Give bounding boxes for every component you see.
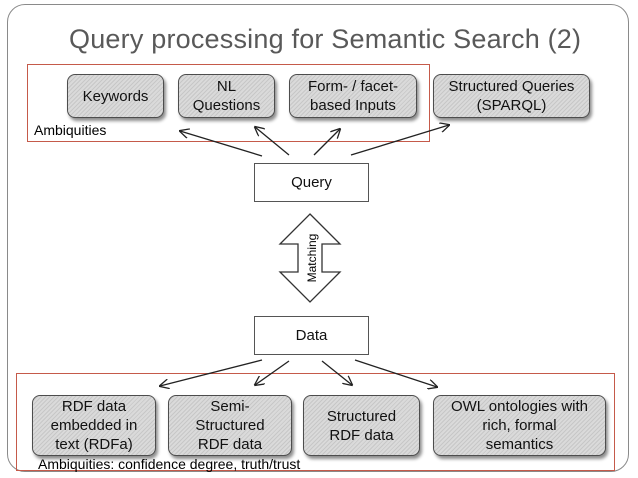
structured-queries-label: Structured Queries (SPARQL) (448, 78, 575, 114)
arrow-query-to-form (313, 129, 340, 156)
rdfa-data-label: RDF data embedded in text (RDFa) (50, 398, 138, 453)
arrow-data-to-owl (354, 359, 437, 387)
arrow-query-to-nl (255, 127, 290, 156)
arrow-data-to-structured (321, 360, 352, 385)
query-ambiguity-region (27, 64, 430, 142)
form-facet-label: Form- / facet- based Inputs (307, 78, 398, 114)
nl-questions-label: NL Questions (192, 78, 261, 114)
data-label: Data (295, 327, 328, 344)
slide-title: Query processing for Semantic Search (2) (69, 24, 582, 54)
form-facet-input-box: Form- / facet- based Inputs (289, 74, 417, 118)
arrow-data-to-rdfa (160, 359, 263, 386)
data-ambiguity-label: Ambiquities: confidence degree, truth/tr… (38, 456, 301, 472)
query-box: Query (254, 163, 369, 202)
data-box: Data (254, 316, 369, 355)
query-ambiguity-label: Ambiquities (34, 122, 107, 138)
arrow-data-to-semi (255, 360, 290, 385)
semi-structured-data-box: Semi- Structured RDF data (168, 395, 292, 456)
query-label: Query (291, 174, 332, 191)
keywords-input-box: Keywords (67, 74, 164, 118)
data-ambiguity-region (16, 373, 615, 471)
structured-rdf-data-box: Structured RDF data (303, 395, 420, 456)
owl-ontologies-box: OWL ontologies with rich, formal semanti… (433, 395, 606, 456)
semi-structured-data-label: Semi- Structured RDF data (195, 398, 265, 453)
structured-rdf-data-label: Structured RDF data (326, 407, 397, 444)
nl-questions-input-box: NL Questions (178, 74, 275, 118)
matching-double-arrow (278, 213, 342, 303)
arrow-query-to-sparql (350, 125, 449, 156)
matching-label: Matching (305, 233, 319, 283)
structured-queries-input-box: Structured Queries (SPARQL) (433, 74, 590, 118)
rdfa-data-box: RDF data embedded in text (RDFa) (32, 395, 156, 456)
owl-ontologies-label: OWL ontologies with rich, formal semanti… (450, 398, 588, 453)
arrow-query-to-keywords (180, 131, 263, 157)
keywords-label: Keywords (82, 87, 149, 105)
